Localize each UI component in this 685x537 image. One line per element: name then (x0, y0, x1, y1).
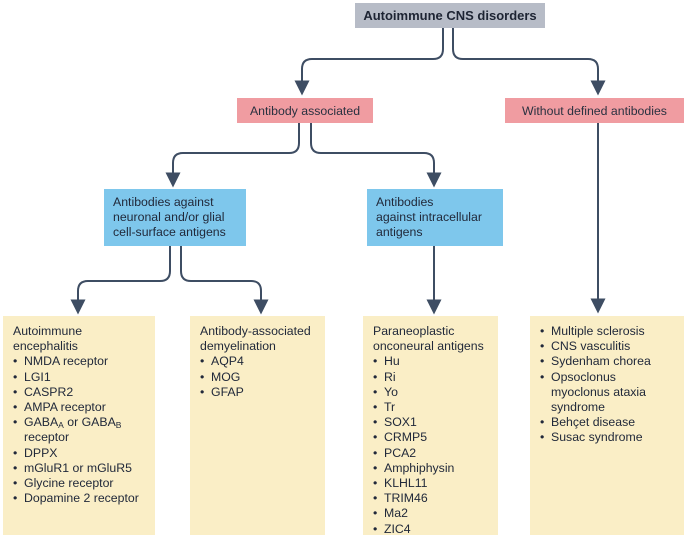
list-item: mGluR1 or mGluR5 (13, 461, 146, 476)
list-item: Dopamine 2 receptor (13, 491, 146, 506)
node-cell-surface-antigens: Antibodies against neuronal and/or glial… (104, 189, 246, 246)
leaf-box-list: Multiple sclerosisCNS vasculitisSydenham… (540, 324, 675, 446)
leaf-box-list: AQP4MOGGFAP (200, 354, 316, 400)
connector-root-to-antibody-associated (294, 28, 444, 96)
list-item: CRMP5 (373, 430, 489, 445)
list-item: Susac syndrome (540, 430, 675, 445)
list-item: Yo (373, 385, 489, 400)
leaf-box-list: HuRiYoTrSOX1CRMP5PCA2AmphiphysinKLHL11TR… (373, 354, 489, 537)
connector-antibody-to-intracellular (310, 123, 442, 188)
list-item: CASPR2 (13, 385, 146, 400)
leaf-box-paraneoplastic-onconeural-antigens: Paraneoplastic onconeural antigens HuRiY… (363, 316, 498, 537)
list-item: GABAA or GABAB receptor (13, 415, 146, 445)
leaf-box-title: Paraneoplastic onconeural antigens (373, 324, 484, 354)
connector-antibody-to-cell-surface (165, 123, 300, 188)
list-item: KLHL11 (373, 476, 489, 491)
leaf-box-title: Antibody-associated demyelination (200, 324, 311, 354)
node-without-defined-antibodies: Without defined antibodies (505, 98, 684, 123)
node-intracellular-antigens: Antibodies against intracellular antigen… (367, 189, 503, 246)
list-item: LGI1 (13, 370, 146, 385)
list-item: GFAP (200, 385, 316, 400)
list-item: Sydenham chorea (540, 354, 675, 369)
list-item: Amphiphysin (373, 461, 489, 476)
list-item: TRIM46 (373, 491, 489, 506)
list-item: Ri (373, 370, 489, 385)
list-item: DPPX (13, 446, 146, 461)
leaf-box-without-defined-antibody-diseases: Multiple sclerosisCNS vasculitisSydenham… (530, 316, 684, 535)
list-item: Ma2 (373, 506, 489, 521)
list-item: NMDA receptor (13, 354, 146, 369)
list-item: Tr (373, 400, 489, 415)
leaf-box-title: Autoimmune encephalitis (13, 324, 83, 354)
list-item: Hu (373, 354, 489, 369)
root-node-autoimmune-cns-disorders: Autoimmune CNS disorders (355, 3, 545, 28)
list-item: MOG (200, 370, 316, 385)
list-item: PCA2 (373, 446, 489, 461)
list-item: Behçet disease (540, 415, 675, 430)
list-item: CNS vasculitis (540, 339, 675, 354)
node-antibody-associated: Antibody associated (237, 98, 373, 123)
list-item: SOX1 (373, 415, 489, 430)
list-item: ZIC4 (373, 522, 489, 537)
list-item: AQP4 (200, 354, 316, 369)
list-item: Multiple sclerosis (540, 324, 675, 339)
list-item: Opsoclonus myoclonus ataxia syndrome (540, 370, 675, 416)
leaf-box-autoimmune-encephalitis: Autoimmune encephalitis NMDA receptorLGI… (3, 316, 155, 535)
list-item: AMPA receptor (13, 400, 146, 415)
leaf-box-list: NMDA receptorLGI1CASPR2AMPA receptorGABA… (13, 354, 146, 506)
leaf-box-antibody-associated-demyelination: Antibody-associated demyelination AQP4MO… (190, 316, 325, 535)
connector-cell-surface-to-encephalitis (70, 246, 171, 315)
list-item: Glycine receptor (13, 476, 146, 491)
connector-cell-surface-to-demyelination (180, 246, 269, 315)
connector-root-to-without-defined (452, 28, 606, 96)
